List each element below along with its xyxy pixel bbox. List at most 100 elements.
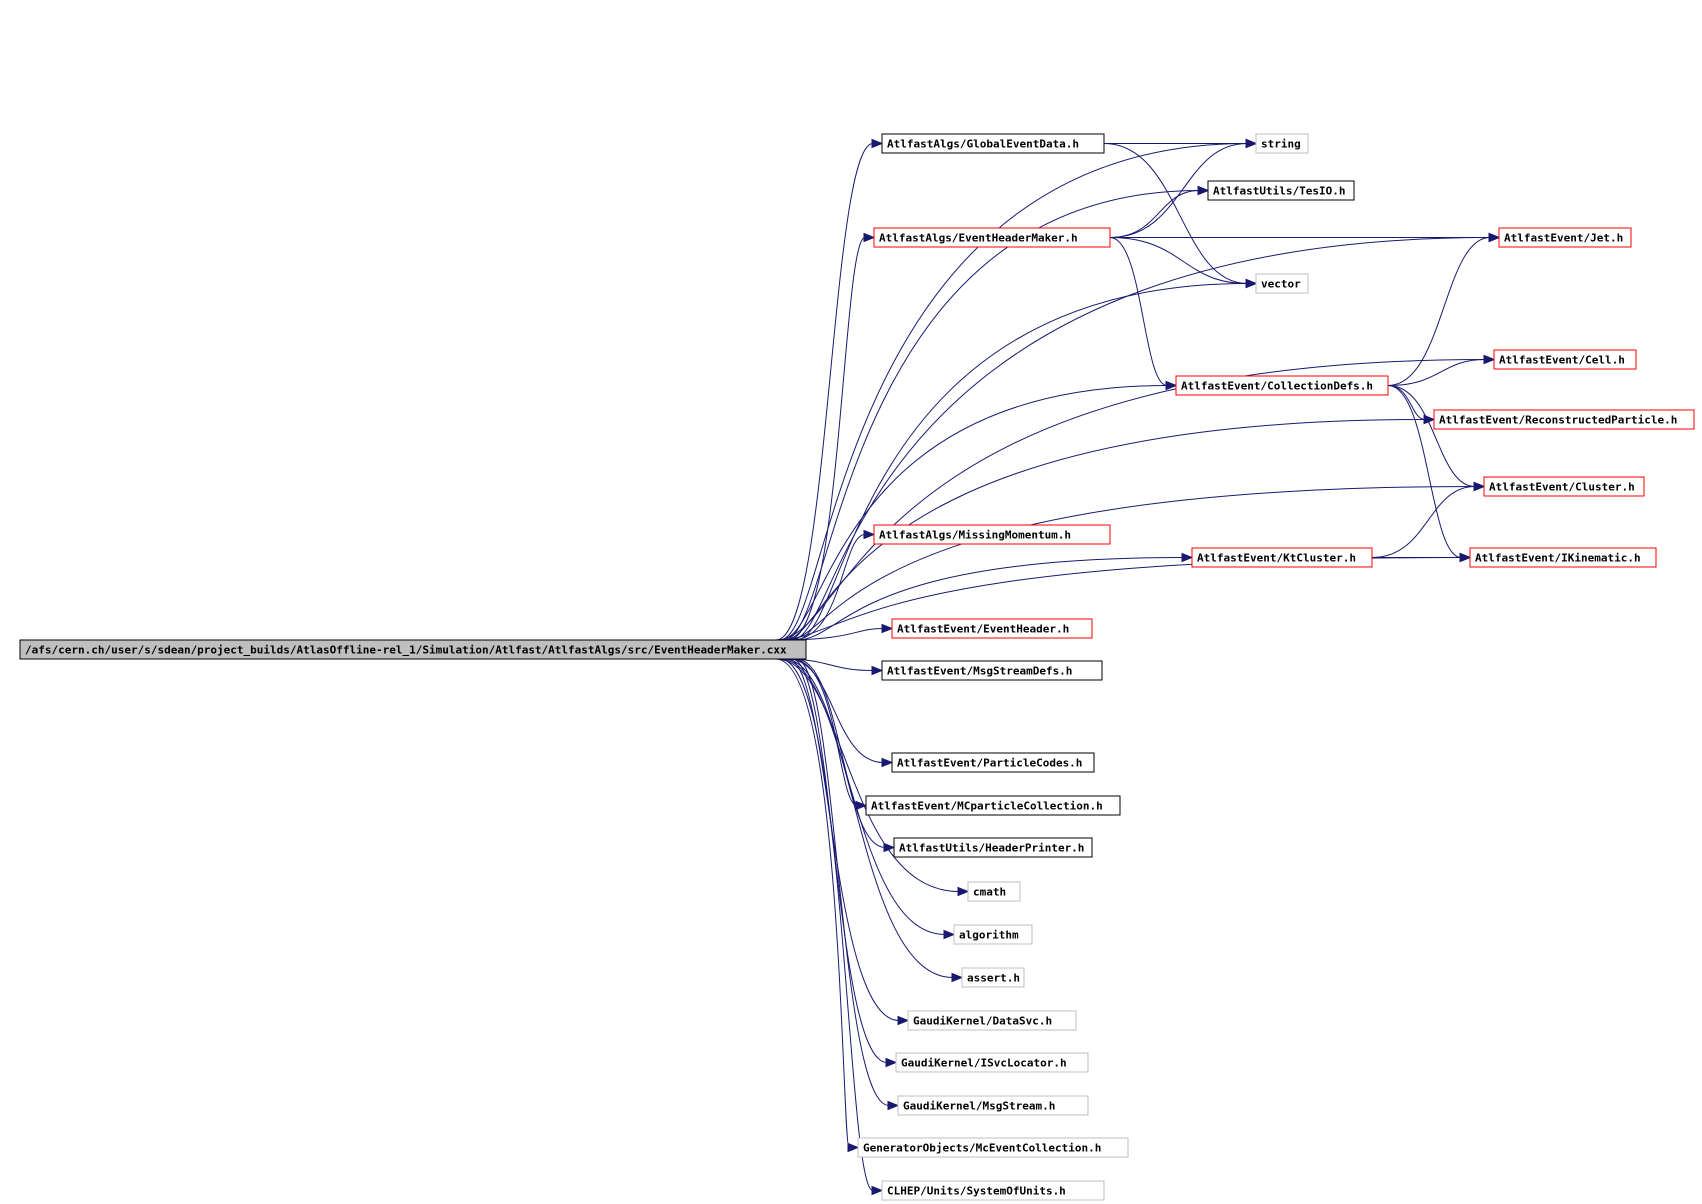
arrowhead-collectiondefs (1165, 380, 1178, 391)
node-atlfastevent-eventheader-h[interactable]: AtlfastEvent/EventHeader.h (891, 618, 1093, 639)
arrowhead-msgstreamdefs (871, 665, 884, 676)
node-box (881, 660, 1103, 681)
node-box (891, 752, 1095, 773)
arrowhead-ktcluster (1181, 552, 1194, 563)
node-label: AtlfastAlgs/GlobalEventData.h (887, 138, 1079, 151)
node-box (873, 227, 1111, 248)
node-label: AtlfastAlgs/MissingMomentum.h (879, 529, 1071, 542)
edge-root-to-ktcluster (795, 557, 1184, 641)
arrowhead-string (1245, 138, 1258, 149)
node-clhep-units-systemofunits-h: CLHEP/Units/SystemOfUnits.h (881, 1180, 1105, 1201)
node-box (19, 639, 807, 660)
arrowhead-cmath (957, 886, 970, 897)
edge-collectiondefs-to-cell (1387, 359, 1486, 386)
edge-root-to-ikinematic (775, 557, 1462, 641)
node-label: assert.h (967, 972, 1020, 985)
arrowhead-jet (1488, 232, 1501, 243)
node-box (893, 837, 1093, 858)
node-algorithm: algorithm (953, 924, 1033, 945)
node-atlfastalgs-eventheadermaker-h[interactable]: AtlfastAlgs/EventHeaderMaker.h (873, 227, 1111, 248)
node-atlfastevent-particlecodes-h[interactable]: AtlfastEvent/ParticleCodes.h (891, 752, 1095, 773)
edge-root-to-eventheadermakerh (787, 237, 866, 641)
node-box (891, 618, 1093, 639)
node-box (1433, 409, 1695, 430)
edge-root-to-missingmomentum (791, 534, 866, 641)
nodes-layer: /afs/cern.ch/user/s/sdean/project_builds… (19, 133, 1695, 1201)
node-atlfastevent-cell-h[interactable]: AtlfastEvent/Cell.h (1493, 349, 1637, 370)
node-atlfastalgs-missingmomentum-h[interactable]: AtlfastAlgs/MissingMomentum.h (873, 524, 1111, 545)
node-label: vector (1261, 278, 1301, 291)
node-box (907, 1010, 1077, 1031)
edge-eventheadermakerh-to-collectiondefs (1109, 237, 1168, 386)
edge-globaleventdata-to-vector (1103, 143, 1248, 284)
node-atlfastevent-cluster-h[interactable]: AtlfastEvent/Cluster.h (1483, 476, 1645, 497)
node-box (1255, 133, 1309, 154)
edge-root-to-jet (791, 237, 1491, 641)
node-box (1498, 227, 1632, 248)
node-label: AtlfastEvent/Jet.h (1504, 232, 1623, 245)
arrowhead-globaleventdata (871, 138, 884, 149)
node-label: algorithm (959, 929, 1019, 942)
edge-eventheadermakerh-to-tesio (1109, 190, 1200, 238)
node-assert-h: assert.h (961, 967, 1025, 988)
arrowhead-algorithm (943, 929, 956, 940)
edge-root-to-headerprinter (795, 658, 886, 848)
edge-root-to-collectiondefs (779, 385, 1168, 641)
node-atlfastevent-collectiondefs-h[interactable]: AtlfastEvent/CollectionDefs.h (1175, 375, 1389, 396)
edge-root-to-vector (795, 283, 1248, 641)
node-atlfastevent-reconstructedparticle-h[interactable]: AtlfastEvent/ReconstructedParticle.h (1433, 409, 1695, 430)
node-atlfastevent-ikinematic-h[interactable]: AtlfastEvent/IKinematic.h (1469, 547, 1657, 568)
node-box (881, 1180, 1105, 1201)
node-box (865, 795, 1121, 816)
node-label: GaudiKernel/MsgStream.h (903, 1100, 1055, 1113)
node-box (1191, 547, 1373, 568)
edge-root-to-systemofunits (779, 658, 874, 1191)
arrowhead-tesio (1197, 185, 1210, 196)
node-label: GaudiKernel/ISvcLocator.h (901, 1057, 1067, 1070)
node-box (873, 524, 1111, 545)
node-atlfastevent-msgstreamdefs-h[interactable]: AtlfastEvent/MsgStreamDefs.h (881, 660, 1103, 681)
node-box (881, 133, 1105, 154)
edge-collectiondefs-to-reconstructedparticle (1387, 385, 1426, 420)
arrowhead-particlecodes (881, 757, 894, 768)
edge-root-to-assert (783, 658, 954, 978)
node-box (953, 924, 1033, 945)
node-label: AtlfastAlgs/EventHeaderMaker.h (879, 232, 1078, 245)
node-atlfastutils-headerprinter-h[interactable]: AtlfastUtils/HeaderPrinter.h (893, 837, 1093, 858)
edge-collectiondefs-to-cluster (1387, 385, 1476, 487)
node-label: AtlfastEvent/ReconstructedParticle.h (1439, 414, 1677, 427)
node-label: cmath (973, 886, 1006, 899)
node-cmath: cmath (967, 881, 1021, 902)
node-gaudikernel-datasvc-h: GaudiKernel/DataSvc.h (907, 1010, 1077, 1031)
node-atlfastevent-mcparticlecollection-h[interactable]: AtlfastEvent/MCparticleCollection.h (865, 795, 1121, 816)
arrowhead-assert (951, 972, 964, 983)
node-box (1175, 375, 1389, 396)
arrowhead-cell (1483, 354, 1496, 365)
node-label: AtlfastUtils/HeaderPrinter.h (899, 842, 1084, 855)
node-label: AtlfastEvent/MCparticleCollection.h (871, 800, 1103, 813)
node-box (967, 881, 1021, 902)
node-atlfastalgs-globaleventdata-h[interactable]: AtlfastAlgs/GlobalEventData.h (881, 133, 1105, 154)
node-gaudikernel-isvclocator-h: GaudiKernel/ISvcLocator.h (895, 1052, 1089, 1073)
arrowhead-ikinematic (1459, 552, 1472, 563)
node-atlfastevent-ktcluster-h[interactable]: AtlfastEvent/KtCluster.h (1191, 547, 1373, 568)
node-box (1207, 180, 1355, 201)
edge-root-to-mceventcollection (775, 658, 850, 1148)
edge-ktcluster-to-cluster (1371, 486, 1476, 558)
node-label: AtlfastEvent/CollectionDefs.h (1181, 380, 1373, 393)
edge-collectiondefs-to-jet (1387, 237, 1491, 386)
node-box (961, 967, 1025, 988)
edge-root-to-isvclocator (791, 658, 888, 1063)
edge-root-to-cmath (775, 658, 960, 892)
node-string: string (1255, 133, 1309, 154)
node-atlfastevent-jet-h[interactable]: AtlfastEvent/Jet.h (1498, 227, 1632, 248)
node-label: AtlfastEvent/KtCluster.h (1197, 552, 1356, 565)
arrowhead-vector (1245, 278, 1258, 289)
arrowhead-headerprinter (883, 842, 896, 853)
edge-eventheadermakerh-to-string (1109, 143, 1248, 238)
node-label: AtlfastEvent/MsgStreamDefs.h (887, 665, 1072, 678)
node-atlfastutils-tesio-h[interactable]: AtlfastUtils/TesIO.h (1207, 180, 1355, 201)
node-generatorobjects-mceventcollection-h: GeneratorObjects/McEventCollection.h (857, 1137, 1129, 1158)
arrowhead-systemofunits (871, 1185, 884, 1196)
edge-root-to-tesio (783, 190, 1200, 641)
